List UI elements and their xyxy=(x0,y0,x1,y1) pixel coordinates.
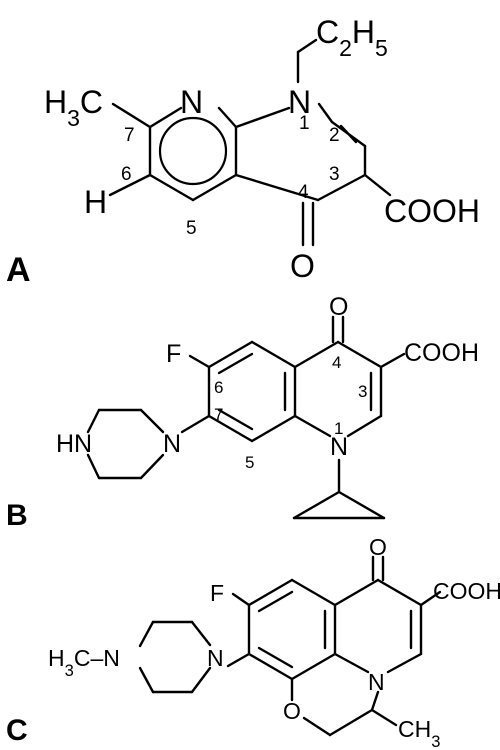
position-6: 6 xyxy=(214,378,223,397)
position-5: 5 xyxy=(186,218,197,239)
label-ethyl: C2H5 xyxy=(316,14,388,61)
label-methyl: CH3 xyxy=(398,716,440,750)
position-1: 1 xyxy=(334,419,343,438)
atom-n-ring: N xyxy=(368,669,385,695)
atom-n1: N xyxy=(330,433,348,461)
structure-b-bonds xyxy=(86,315,406,520)
atom-fluorine: F xyxy=(210,580,224,606)
panel-label-c: C xyxy=(6,714,28,747)
label-n-methyl: H3C–N xyxy=(48,645,120,680)
structure-a: N N H3C C2H5 H O COOH 1 2 3 4 5 6 7 A xyxy=(6,14,480,289)
atom-h: H xyxy=(84,184,107,220)
atom-n-ring: N xyxy=(180,84,203,120)
position-5: 5 xyxy=(245,453,254,472)
atom-oxazine-o: O xyxy=(283,698,301,724)
structure-b: F O COOH N N HN 1 3 4 5 6 7 B xyxy=(6,293,479,532)
atom-fluorine: F xyxy=(166,340,181,368)
atom-piperazine-n: N xyxy=(207,645,224,671)
position-4: 4 xyxy=(298,182,309,203)
panel-label-b: B xyxy=(6,499,28,532)
atom-oxygen: O xyxy=(369,534,387,560)
atom-oxygen: O xyxy=(290,248,315,284)
atom-piperazine-n: N xyxy=(163,430,181,458)
position-3: 3 xyxy=(358,382,367,401)
label-carboxyl: COOH xyxy=(404,339,479,367)
position-6: 6 xyxy=(121,164,132,185)
aromatic-ring-circle xyxy=(158,116,228,186)
panel-label-a: A xyxy=(6,251,31,289)
position-7: 7 xyxy=(124,125,135,146)
position-3: 3 xyxy=(329,164,340,185)
position-1: 1 xyxy=(299,113,310,134)
structure-c: F O COOH N O N H3C–N CH3 C xyxy=(6,534,500,750)
label-carboxyl: COOH xyxy=(433,578,500,604)
position-4: 4 xyxy=(332,353,341,372)
label-carboxyl: COOH xyxy=(384,193,480,229)
atom-piperazine-nh: HN xyxy=(56,430,92,458)
position-7: 7 xyxy=(214,405,223,424)
label-methyl: H3C xyxy=(44,84,103,131)
atom-n1: N xyxy=(288,84,311,120)
atom-oxygen: O xyxy=(329,293,348,321)
structure-c-bonds xyxy=(138,555,442,737)
structure-a-bonds xyxy=(108,38,392,247)
position-2: 2 xyxy=(329,125,340,146)
